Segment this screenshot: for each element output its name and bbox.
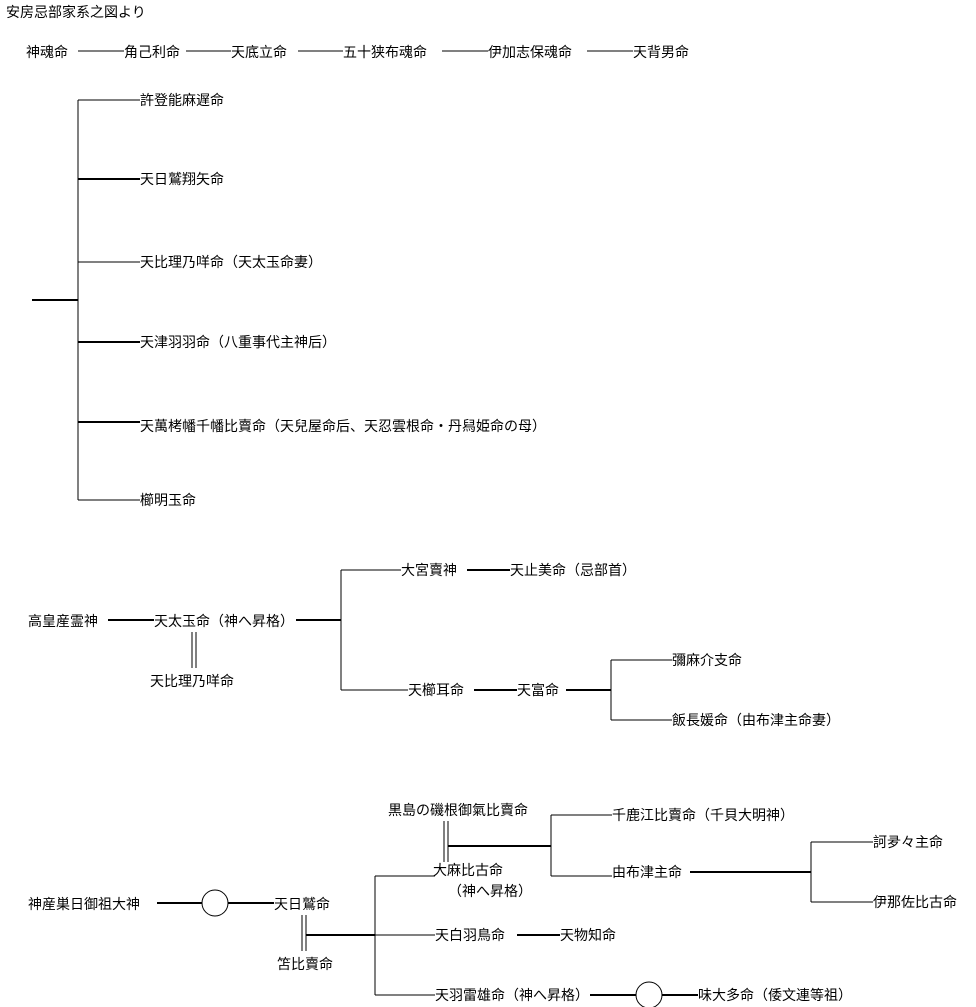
s3-spouse: 笘比賣命 bbox=[277, 956, 333, 973]
s2-root: 高皇産霊神 bbox=[28, 613, 98, 630]
s3-great1: 訶夛々主命 bbox=[873, 834, 943, 851]
section1-children: 許登能麻遅命 天日鷲翔矢命 天比理乃咩命（天太玉命妻） 天津羽羽命（八重事代主神… bbox=[32, 92, 546, 509]
s3-unknown-circle bbox=[201, 889, 229, 917]
section3: 神産巣日御祖大神 天日鷲命 笘比賣命 黒島の磯根御氣比賣命 大麻比古命 （神へ昇… bbox=[28, 802, 957, 1007]
s2-grandchild2: 飯長媛命（由布津主命妻） bbox=[672, 712, 840, 729]
s3-grandchild2: 由布津主命 bbox=[612, 864, 682, 881]
s1-child-4: 天萬栲幡千幡比賣命（天兒屋命后、天忍雲根命・丹舄姫命の母） bbox=[140, 418, 546, 435]
section2: 高皇産霊神 天太玉命（神へ昇格） 天比理乃咩命 大宮賣神 天止美命（忌部首） 天… bbox=[28, 562, 840, 729]
section1-chain: 神魂命 角己利命 天底立命 五十狭布魂命 伊加志保魂命 天背男命 bbox=[26, 44, 689, 61]
s2-child1: 大宮賣神 bbox=[401, 563, 457, 579]
s1-child-3: 天津羽羽命（八重事代主神后） bbox=[140, 334, 336, 351]
s3-main: 天日鷲命 bbox=[274, 896, 330, 913]
s1-child-2: 天比理乃咩命（天太玉命妻） bbox=[140, 254, 322, 271]
s3-child1-note: （神へ昇格） bbox=[448, 884, 532, 900]
s3-grandchild1: 千鹿江比賣命（千貝大明神） bbox=[612, 807, 794, 824]
s2-spouse: 天比理乃咩命 bbox=[150, 673, 234, 690]
s1-chain-1: 角己利命 bbox=[124, 44, 180, 61]
s1-chain-3: 五十狭布魂命 bbox=[343, 44, 427, 61]
s3-root: 神産巣日御祖大神 bbox=[28, 897, 140, 913]
s1-chain-4: 伊加志保魂命 bbox=[488, 44, 572, 61]
s3-child2: 天白羽鳥命 bbox=[435, 927, 505, 944]
s1-chain-2: 天底立命 bbox=[231, 44, 287, 61]
s3-child2-child: 天物知命 bbox=[560, 927, 616, 944]
s3-unknown-circle-2 bbox=[635, 981, 663, 1007]
s1-chain-0: 神魂命 bbox=[26, 44, 68, 61]
s2-child2: 天櫛耳命 bbox=[408, 682, 464, 699]
s2-main: 天太玉命（神へ昇格） bbox=[154, 613, 294, 630]
s1-child-0: 許登能麻遅命 bbox=[140, 92, 224, 109]
s1-child-1: 天日鷲翔矢命 bbox=[140, 171, 224, 188]
s3-child1: 大麻比古命 bbox=[433, 862, 503, 879]
s3-child3: 天羽雷雄命（神へ昇格） bbox=[435, 987, 589, 1004]
s1-child-5: 櫛明玉命 bbox=[140, 492, 196, 509]
s3-wife-of-child1: 黒島の磯根御氣比賣命 bbox=[388, 802, 528, 819]
s2-child1-child: 天止美命（忌部首） bbox=[510, 562, 636, 579]
page-title: 安房忌部家系之図より bbox=[6, 4, 146, 21]
s1-chain-5: 天背男命 bbox=[633, 44, 689, 61]
s3-child3-descendant: 味大多命（倭文連等祖） bbox=[698, 987, 852, 1004]
s3-great2: 伊那佐比古命 bbox=[873, 894, 957, 911]
s2-child2-child: 天富命 bbox=[517, 682, 559, 699]
s2-grandchild1: 彌麻介支命 bbox=[672, 652, 742, 669]
